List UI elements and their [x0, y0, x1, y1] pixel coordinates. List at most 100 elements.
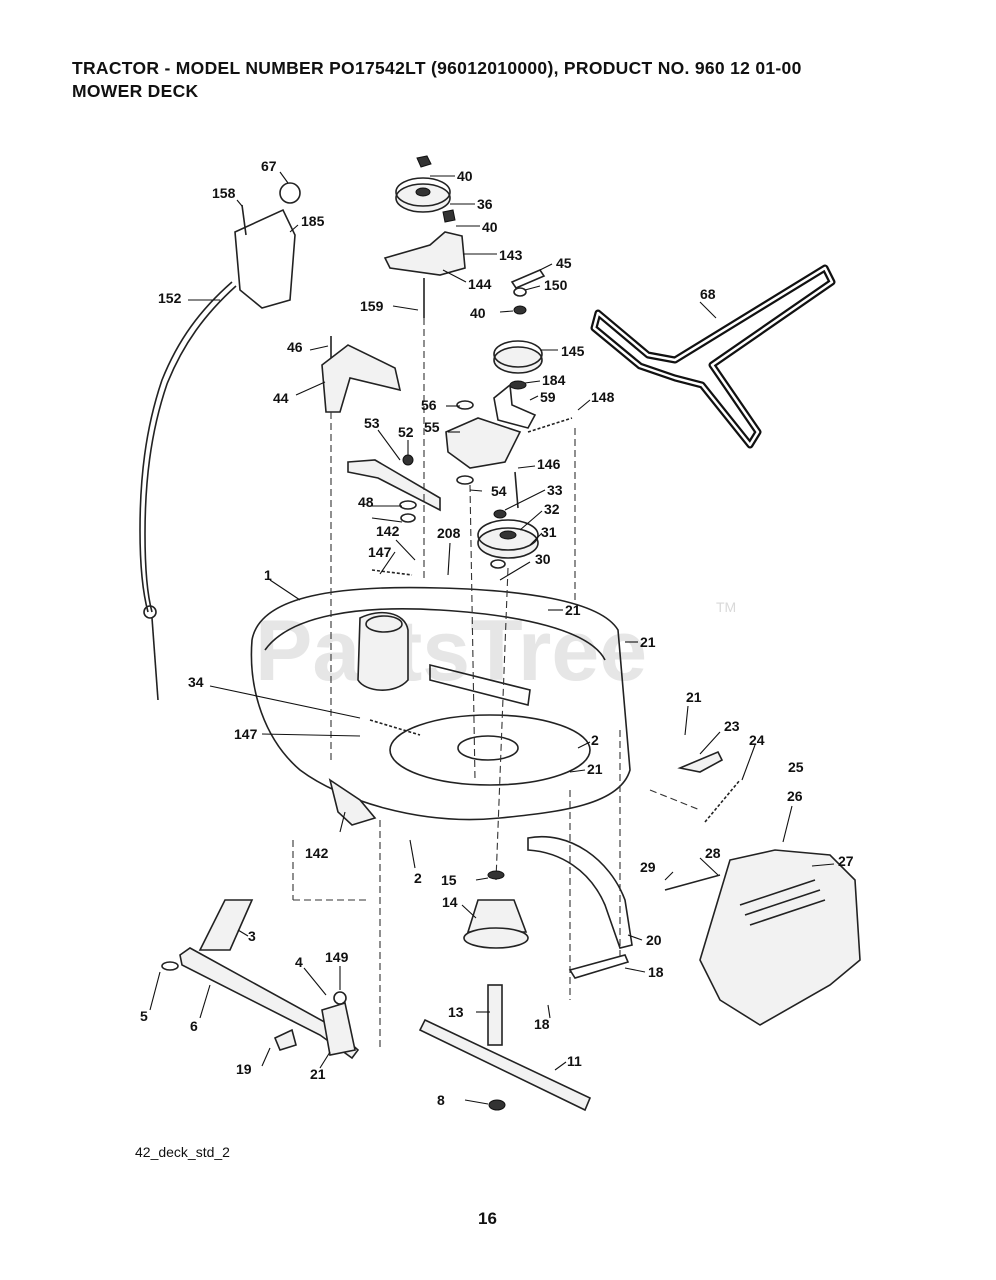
page-number: 16	[478, 1209, 497, 1228]
callout-59: 59	[540, 389, 556, 405]
idler-pulley-assembly	[383, 155, 546, 318]
callout-142a: 142	[376, 523, 400, 539]
spindle-14	[466, 899, 528, 933]
knob-67	[279, 182, 301, 204]
cable-152	[139, 281, 233, 613]
page-title: TRACTOR - MODEL NUMBER PO17542LT (960120…	[72, 58, 802, 78]
spring-25	[704, 779, 741, 823]
bracket-143	[383, 231, 466, 276]
callout-54: 54	[491, 483, 507, 499]
nut-33	[493, 509, 507, 519]
callout-31: 31	[541, 524, 557, 540]
callout-40c: 40	[470, 305, 486, 321]
bolt-19	[273, 1028, 297, 1051]
rod-6	[179, 947, 360, 1060]
callout-68: 68	[700, 286, 716, 302]
callout-32: 32	[544, 501, 560, 517]
baffle-20	[527, 835, 633, 949]
callout-20: 20	[646, 932, 662, 948]
discharge-chute-assembly	[664, 750, 861, 1026]
callout-30: 30	[535, 551, 551, 567]
clip-5	[161, 961, 179, 971]
figure-caption: 42_deck_std_2	[135, 1144, 230, 1160]
bracket-23	[677, 750, 724, 773]
nut-8	[488, 1099, 506, 1111]
bolt-146	[514, 471, 519, 509]
part-45	[510, 269, 546, 289]
callout-14: 14	[442, 894, 458, 910]
callout-146: 146	[537, 456, 561, 472]
spring-148	[527, 417, 573, 433]
callout-40b: 40	[482, 219, 498, 235]
callout-21c: 21	[686, 689, 702, 705]
callout-21a: 21	[565, 602, 581, 618]
callout-15: 15	[441, 872, 457, 888]
callout-48: 48	[358, 494, 374, 510]
shaft-13	[487, 984, 503, 1046]
callout-44: 44	[273, 390, 289, 406]
callout-8: 8	[437, 1092, 445, 1108]
callout-23: 23	[724, 718, 740, 734]
cable-bracket-assembly	[139, 182, 301, 701]
callout-2a: 2	[591, 732, 599, 748]
callout-55: 55	[424, 419, 440, 435]
callout-147b: 147	[234, 726, 258, 742]
pulley-36	[395, 183, 451, 213]
callout-158: 158	[212, 185, 236, 201]
gearbox	[357, 611, 409, 691]
callout-152: 152	[158, 290, 182, 306]
watermark-trademark: TM	[716, 599, 736, 615]
spring-147	[369, 719, 421, 736]
callout-150: 150	[544, 277, 568, 293]
callout-29: 29	[640, 859, 656, 875]
assembly-lines	[292, 318, 701, 1050]
callout-21d: 21	[587, 761, 603, 777]
callout-56: 56	[421, 397, 437, 413]
callout-4: 4	[295, 954, 303, 970]
callout-6: 6	[190, 1018, 198, 1034]
callout-27: 27	[838, 853, 854, 869]
callout-147a: 147	[368, 544, 392, 560]
callout-184: 184	[542, 372, 566, 388]
callout-2b: 2	[414, 870, 422, 886]
blade-11	[418, 1018, 592, 1112]
part-149	[333, 991, 347, 1005]
callout-143: 143	[499, 247, 523, 263]
callout-148: 148	[591, 389, 615, 405]
callout-24: 24	[749, 732, 765, 748]
callout-67: 67	[261, 158, 277, 174]
callout-142b: 142	[305, 845, 329, 861]
pulley-145	[493, 346, 543, 374]
bolt-158	[241, 204, 247, 236]
washer-184	[509, 380, 527, 390]
callout-34: 34	[188, 674, 204, 690]
callout-144: 144	[468, 276, 492, 292]
bracket-142	[328, 778, 377, 826]
callout-52: 52	[398, 424, 414, 440]
watermark-text: PartsTree	[255, 603, 647, 699]
spindle-assembly	[418, 870, 592, 1112]
callout-36: 36	[477, 196, 493, 212]
callout-labels: 67 158 185 152 46 44 40 36 40 143 144 45…	[140, 158, 854, 1108]
bracket-3	[198, 899, 254, 951]
callout-21b: 21	[640, 634, 656, 650]
link-53	[347, 459, 441, 512]
bracket-185	[234, 208, 296, 309]
callout-11: 11	[567, 1053, 582, 1069]
callout-53: 53	[364, 415, 380, 431]
callout-28: 28	[705, 845, 721, 861]
callout-159: 159	[360, 298, 384, 314]
idler-arm-55	[445, 383, 573, 509]
callout-21e: 21	[310, 1066, 326, 1082]
callout-18a: 18	[648, 964, 664, 980]
callout-25: 25	[788, 759, 804, 775]
callout-1: 1	[264, 567, 272, 583]
pulley-32	[477, 527, 539, 559]
callout-40a: 40	[457, 168, 473, 184]
callout-46: 46	[287, 339, 303, 355]
callout-149: 149	[325, 949, 349, 965]
callout-145: 145	[561, 343, 585, 359]
callout-18b: 18	[534, 1016, 550, 1032]
callout-26: 26	[787, 788, 803, 804]
